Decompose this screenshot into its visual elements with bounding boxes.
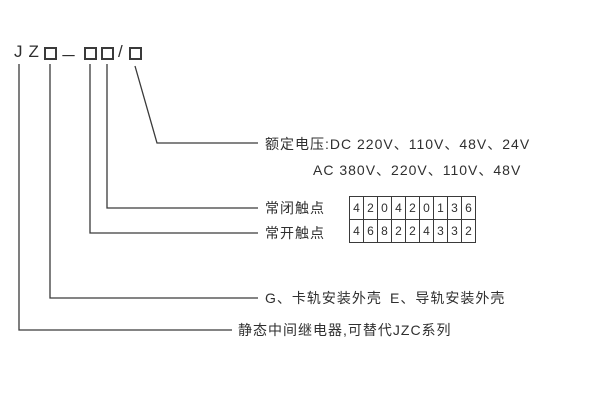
model-prefix: JZ	[14, 42, 45, 61]
table-row-nc: 4 2 0 4 2 0 1 3 6	[349, 196, 476, 220]
leader-voltage	[134, 65, 258, 144]
contact-code-cell: 6	[461, 196, 476, 220]
contact-code-cell: 2	[405, 219, 420, 243]
contact-codes-table: 4 2 0 4 2 0 1 3 6 4 6 8 2 2 4 3 3 2	[349, 196, 476, 243]
label-rated-voltage-ac: AC 380V、220V、110V、48V	[313, 162, 522, 178]
table-row-no: 4 6 8 2 2 4 3 3 2	[349, 219, 476, 243]
contact-code-cell: 4	[349, 196, 364, 220]
model-box-nc-contacts	[101, 47, 114, 60]
contact-code-cell: 0	[377, 196, 392, 220]
contact-code-cell: 0	[419, 196, 434, 220]
model-box-voltage	[129, 47, 142, 60]
label-no-contacts: 常开触点	[265, 225, 325, 241]
contact-code-cell: 4	[391, 196, 406, 220]
contact-code-cell: 3	[447, 219, 462, 243]
contact-code-cell: 2	[405, 196, 420, 220]
leader-nc-contacts	[106, 64, 258, 209]
contact-code-cell: 3	[447, 196, 462, 220]
contact-code-cell: 4	[419, 219, 434, 243]
model-box-no-contacts	[84, 47, 97, 60]
contact-code-cell: 6	[363, 219, 378, 243]
contact-code-cell: 2	[363, 196, 378, 220]
model-box-case	[44, 47, 57, 60]
contact-code-cell: 3	[433, 219, 448, 243]
model-slash: /	[118, 42, 123, 61]
contact-code-cell: 2	[391, 219, 406, 243]
leader-no-contacts	[89, 64, 258, 234]
contact-code-cell: 1	[433, 196, 448, 220]
contact-code-cell: 8	[377, 219, 392, 243]
model-dash: －	[60, 47, 77, 66]
label-nc-contacts: 常闭触点	[265, 200, 325, 216]
leader-series	[18, 64, 232, 331]
label-case-g: G、卡轨安装外壳	[265, 290, 382, 306]
label-rated-voltage-dc: 额定电压:DC 220V、110V、48V、24V	[265, 136, 531, 152]
label-series: 静态中间继电器,可替代JZC系列	[238, 322, 452, 338]
contact-code-cell: 2	[461, 219, 476, 243]
leader-case	[49, 64, 258, 299]
contact-code-cell: 4	[349, 219, 364, 243]
label-case-e: E、导轨安装外壳	[390, 290, 506, 306]
